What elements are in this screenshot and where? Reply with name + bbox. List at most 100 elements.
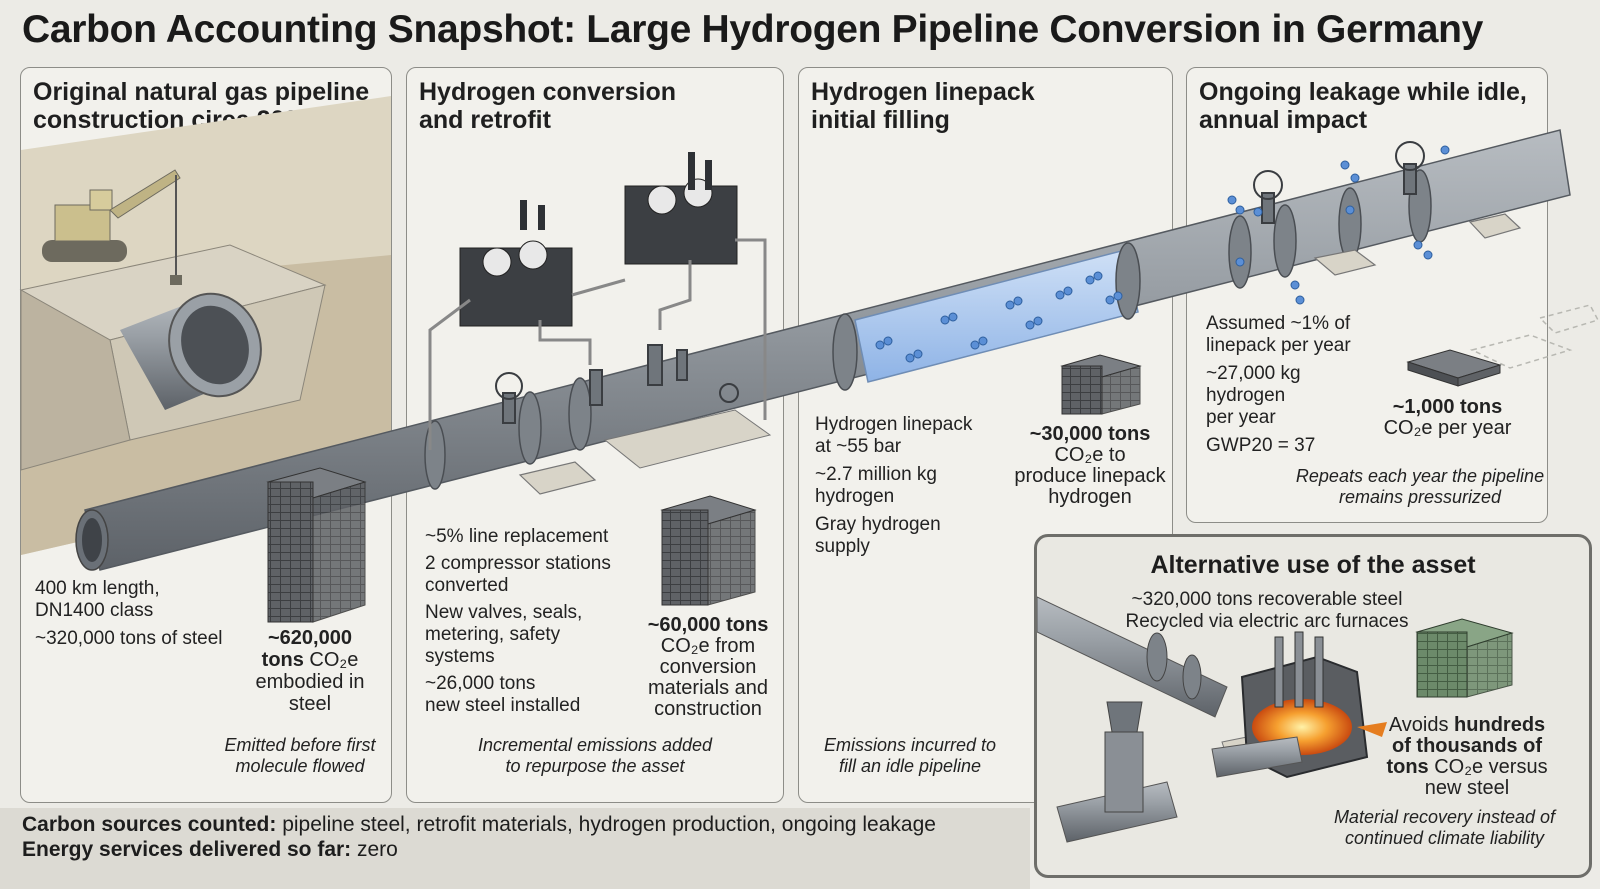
panel-leakage-title-line2: annual impact (1199, 106, 1368, 134)
alternative-use-title: Alternative use of the asset (1150, 551, 1476, 579)
conversion-item-compressors-1: 2 compressor stations (425, 553, 611, 574)
pipe-segment-in-trench (120, 292, 262, 410)
construction-emission-desc2: steel (288, 693, 332, 715)
alternative-recovery-text: ~320,000 tons recoverable steel Recycled… (1097, 589, 1437, 633)
leakage-emission-value: ~1,000 tons (1392, 396, 1503, 418)
alternative-avoid-prefix: Avoids (1388, 714, 1455, 736)
main-pipeline (75, 129, 1571, 571)
construction-spec-class: DN1400 class (35, 600, 154, 621)
conversion-emission-value: ~60,000 tons (647, 614, 769, 636)
linepack-item-mass-1: ~2.7 million kg (815, 464, 937, 485)
conversion-item-steel-2: new steel installed (425, 695, 581, 716)
hydrogen-molecules (875, 271, 1123, 363)
construction-note-line2: molecule flowed (235, 756, 365, 776)
conversion-item-valves-1: New valves, seals, (425, 602, 583, 623)
alternative-note: Material recovery instead of continued c… (1307, 807, 1582, 849)
panel-linepack-title-line1: Hydrogen linepack (811, 78, 1035, 106)
linepack-emission-desc3: hydrogen (1048, 486, 1132, 508)
leakage-item-rate-1: Assumed ~1% of (1206, 313, 1351, 334)
panel-conversion-title-line1: Hydrogen conversion (419, 78, 676, 106)
construction-emission-desc1: embodied in (255, 671, 365, 693)
summary-carbon-sources-label: Carbon sources counted: (22, 813, 277, 836)
alternative-avoid-amount2: of thousands of (1392, 735, 1542, 757)
alternative-avoid-co2: CO₂e versus (1428, 756, 1548, 778)
construction-emission-unit: tons (261, 649, 304, 671)
panel-construction-title-line1: Original natural gas pipeline (33, 78, 370, 106)
linepack-item-mass-2: hydrogen (815, 486, 895, 507)
leakage-item-rate-2: linepack per year (1206, 335, 1351, 356)
conversion-emission-desc4: construction (654, 698, 762, 720)
summary-energy-services-label: Energy services delivered so far: (22, 838, 352, 861)
alternative-use-box: Alternative use of the asset ~320,000 to… (1034, 534, 1592, 878)
linepack-note: Emissions incurred to fill an idle pipel… (805, 735, 1015, 777)
leakage-emission-label: ~1,000 tons CO₂e per year (1360, 397, 1535, 439)
construction-spec-length: 400 km length, (35, 578, 160, 599)
linepack-emission-value: ~30,000 tons (1029, 423, 1151, 445)
conversion-item-compressors-2: converted (425, 575, 509, 596)
alternative-note-line2: continued climate liability (1344, 828, 1545, 848)
alternative-avoid-amount1: hundreds (1454, 714, 1546, 736)
linepack-item-pressure-2: at ~55 bar (815, 436, 902, 457)
leakage-item-mass-2: hydrogen (1206, 385, 1286, 406)
recycling-illustration (1037, 596, 1514, 843)
construction-emission-co2: CO₂e (303, 649, 359, 671)
panel-leakage-title: Ongoing leakage while idle, annual impac… (1199, 78, 1527, 134)
conversion-emission-desc2: conversion (659, 656, 757, 678)
leakage-note-line2: remains pressurized (1338, 487, 1502, 507)
leakage-emission-desc: CO₂e per year (1383, 417, 1512, 439)
leakage-note-line1: Repeats each year the pipeline (1295, 466, 1545, 486)
construction-emission-label: ~620,000 tons CO₂e embodied in steel (240, 627, 380, 715)
conversion-emission-label: ~60,000 tons CO₂e from conversion materi… (628, 615, 788, 720)
page-title: Carbon Accounting Snapshot: Large Hydrog… (22, 8, 1484, 51)
leakage-item-gwp: GWP20 = 37 (1206, 435, 1316, 456)
leakage-item-mass-1: ~27,000 kg (1206, 363, 1301, 384)
alternative-note-line1: Material recovery instead of (1333, 807, 1556, 827)
summary-energy-services: Energy services delivered so far: zero (22, 837, 398, 862)
leakage-items: Assumed ~1% of linepack per year ~27,000… (1206, 313, 1351, 457)
leakage-note: Repeats each year the pipeline remains p… (1270, 466, 1570, 508)
panel-conversion-title-line2: and retrofit (419, 106, 551, 134)
panel-leakage-title-line1: Ongoing leakage while idle, (1199, 78, 1527, 106)
conversion-note-line2: to repurpose the asset (505, 756, 685, 776)
construction-note: Emitted before first molecule flowed (190, 735, 410, 777)
linepack-emission-desc2: produce linepack (1014, 465, 1166, 487)
panel-linepack-title: Hydrogen linepack initial filling (811, 78, 1035, 134)
linepack-emission-label: ~30,000 tons CO₂e to produce linepack hy… (1005, 424, 1175, 508)
linepack-item-pressure-1: Hydrogen linepack (815, 414, 973, 435)
summary-energy-services-value: zero (351, 838, 398, 861)
leaking-valves (1227, 141, 1600, 369)
alternative-recycling-method: Recycled via electric arc furnaces (1125, 611, 1409, 632)
conversion-note-line1: Incremental emissions added (477, 735, 713, 755)
alternative-avoid-unit: tons (1386, 756, 1429, 778)
conversion-item-valves-3: systems (425, 646, 495, 667)
conversion-emission-desc1: CO₂e from (660, 635, 756, 657)
summary-bar: Carbon sources counted: pipeline steel, … (0, 808, 1030, 889)
conversion-items: ~5% line replacement 2 compressor statio… (425, 526, 611, 717)
alternative-recoverable-steel: ~320,000 tons recoverable steel (1131, 589, 1403, 610)
conversion-item-replacement: ~5% line replacement (425, 526, 609, 547)
excavator-icon (42, 169, 182, 285)
conversion-emission-block-icon (660, 495, 757, 606)
summary-carbon-sources-value: pipeline steel, retrofit materials, hydr… (276, 813, 936, 836)
conversion-note: Incremental emissions added to repurpose… (440, 735, 750, 777)
alternative-avoided-text: Avoids hundreds of thousands of tons CO₂… (1382, 715, 1552, 799)
panel-conversion-title: Hydrogen conversion and retrofit (419, 78, 676, 134)
linepack-emission-desc1: CO₂e to (1054, 444, 1126, 466)
construction-specs: 400 km length, DN1400 class ~320,000 ton… (35, 578, 223, 650)
compressor-station (428, 152, 772, 469)
construction-note-line1: Emitted before first (224, 735, 376, 755)
conversion-emission-desc3: materials and (647, 677, 769, 699)
linepack-note-line1: Emissions incurred to (823, 735, 997, 755)
linepack-emission-block-icon (1060, 354, 1142, 415)
construction-spec-steel: ~320,000 tons of steel (35, 628, 223, 649)
linepack-item-supply-2: supply (815, 536, 870, 557)
leakage-emission-block-icon (1406, 349, 1502, 387)
alternative-avoid-comparison: new steel (1424, 777, 1510, 799)
summary-carbon-sources: Carbon sources counted: pipeline steel, … (22, 812, 936, 837)
leakage-item-mass-3: per year (1206, 407, 1276, 428)
linepack-item-supply-1: Gray hydrogen (815, 514, 941, 535)
conversion-item-steel-1: ~26,000 tons (425, 673, 536, 694)
conversion-item-valves-2: metering, safety (425, 624, 561, 645)
panel-linepack-title-line2: initial filling (811, 106, 950, 134)
